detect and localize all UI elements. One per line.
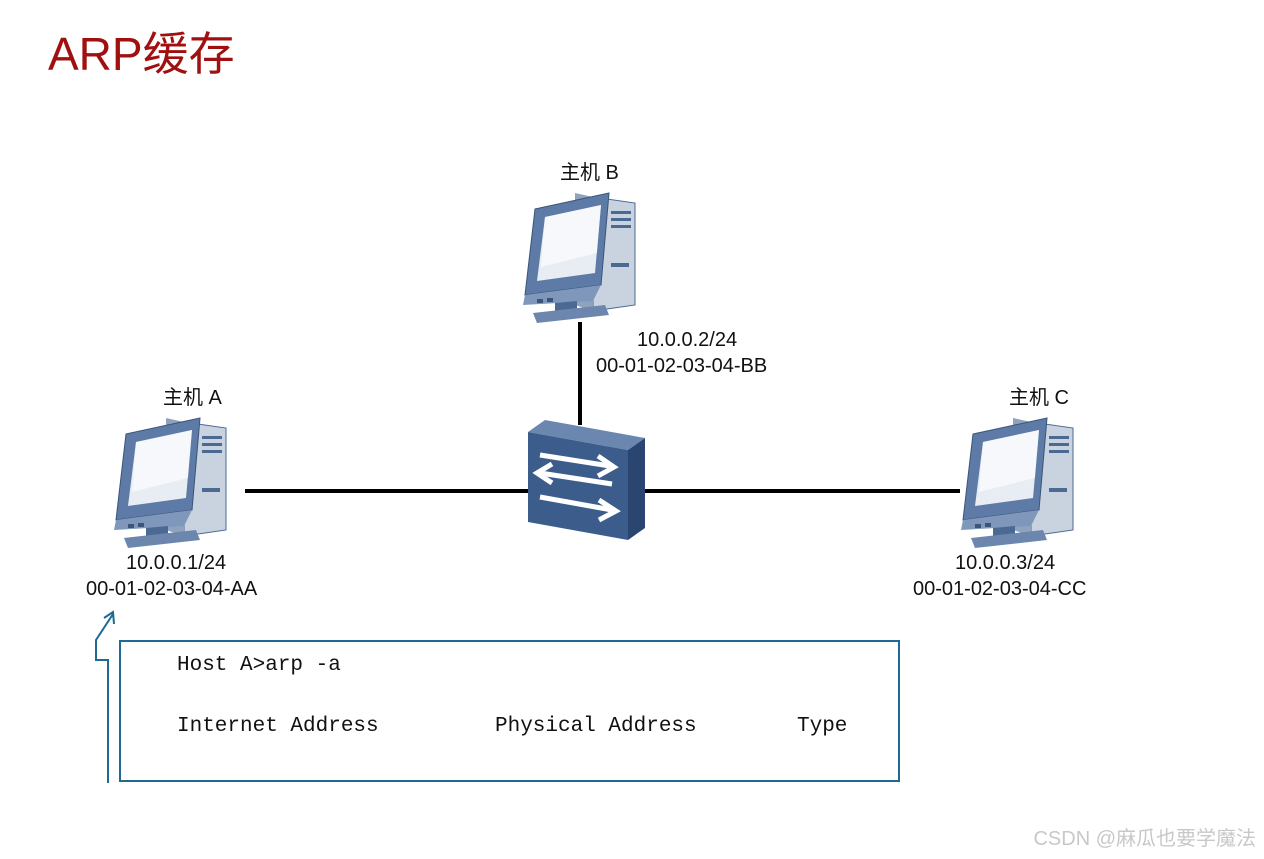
host-b-icon [522,192,636,324]
watermark: CSDN @麻瓜也要学魔法 [1033,828,1256,850]
switch-icon [528,420,645,540]
host-c-ip: 10.0.0.3/24 [955,552,1056,574]
host-a-name: 主机 A [163,387,222,409]
host-c-icon [960,417,1074,549]
column-type: Type [797,715,848,738]
host-a-mac: 00-01-02-03-04-AA [86,578,258,600]
column-internet-address: Internet Address [177,715,379,738]
host-a-ip: 10.0.0.1/24 [126,552,227,574]
host-c-mac: 00-01-02-03-04-CC [913,578,1087,600]
host-a-icon [113,417,227,549]
arp-terminal-box: Host A>arp -a Internet Address Physical … [119,640,900,782]
callout-arrow [95,613,114,783]
host-b-name: 主机 B [560,162,619,184]
host-b-mac: 00-01-02-03-04-BB [596,355,768,377]
slide-title: ARP缓存 [48,28,235,80]
arp-command: Host A>arp -a [177,654,341,677]
column-physical-address: Physical Address [495,715,697,738]
host-c-name: 主机 C [1009,387,1069,409]
host-b-ip: 10.0.0.2/24 [637,329,738,351]
